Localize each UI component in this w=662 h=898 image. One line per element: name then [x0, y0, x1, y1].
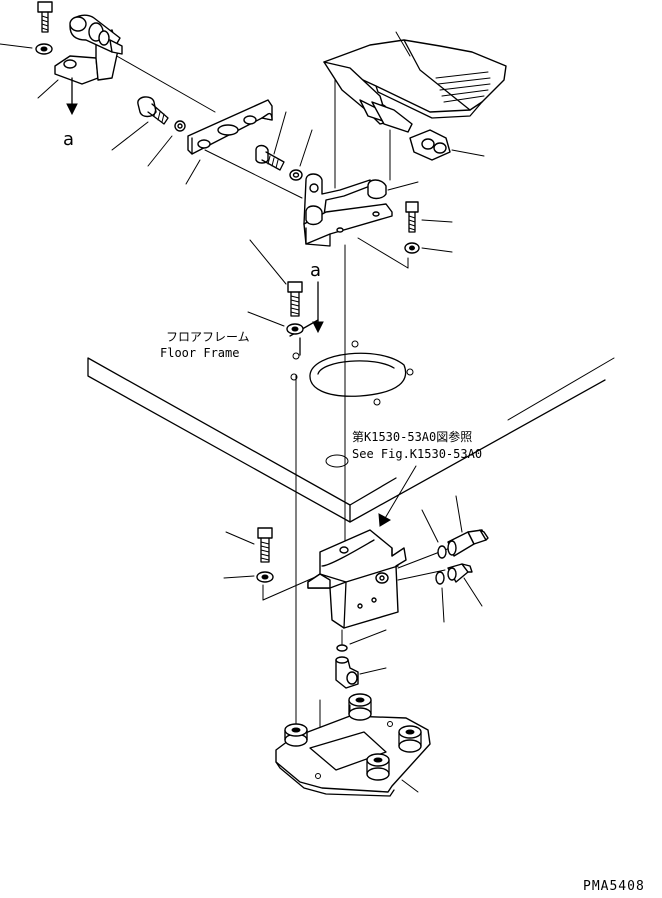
valve-bolt-set — [257, 528, 273, 582]
see-figure-label-en: See Fig.K1530-53A0 — [352, 447, 482, 461]
leader-lines — [0, 32, 614, 792]
view-marker-lower: a — [310, 260, 321, 281]
control-valve — [308, 530, 406, 628]
assembly-center-lines — [115, 55, 450, 770]
floor-frame-plate — [88, 320, 605, 522]
accelerator-pedal — [324, 40, 506, 160]
floor-frame-label-en: Floor Frame — [160, 346, 239, 360]
drawing-code: PMA5408 — [583, 879, 645, 894]
valve-fittings — [336, 530, 488, 688]
floor-bolt-set — [287, 282, 323, 334]
pedal-support-bracket — [256, 146, 419, 254]
see-figure-label-jp: 第K1530-53A0図参照 — [352, 429, 472, 444]
floor-frame-label-jp: フロアフレーム — [166, 330, 250, 344]
view-marker-upper: a — [63, 129, 74, 150]
valve-base-plate — [276, 694, 430, 796]
hinge-bracket-assembly — [36, 2, 122, 114]
pedal-mounting-plate — [138, 97, 272, 154]
